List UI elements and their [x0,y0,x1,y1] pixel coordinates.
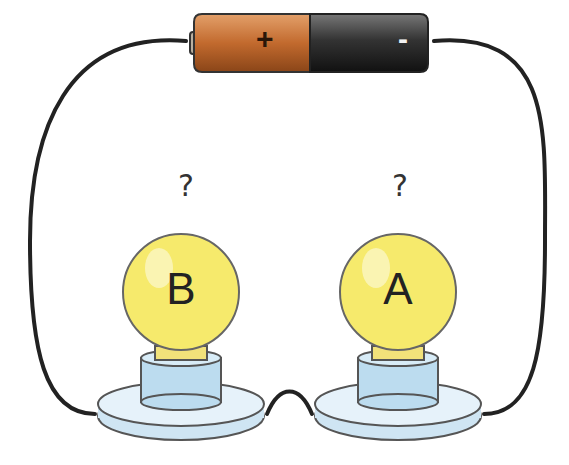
light-bulb: A [312,228,484,446]
bulb-letter: A [312,264,484,314]
question-mark: ? [178,168,194,203]
question-mark: ? [392,168,408,203]
light-bulb: B [95,228,267,446]
terminal-sign: + [256,22,274,56]
wire [434,40,545,414]
bulb-letter: B [95,264,267,314]
battery: +- [186,8,434,78]
terminal-sign: - [398,22,408,56]
battery-symbol [186,8,434,78]
light-bulb [312,228,484,446]
light-bulb [95,228,267,446]
wire [267,392,312,415]
